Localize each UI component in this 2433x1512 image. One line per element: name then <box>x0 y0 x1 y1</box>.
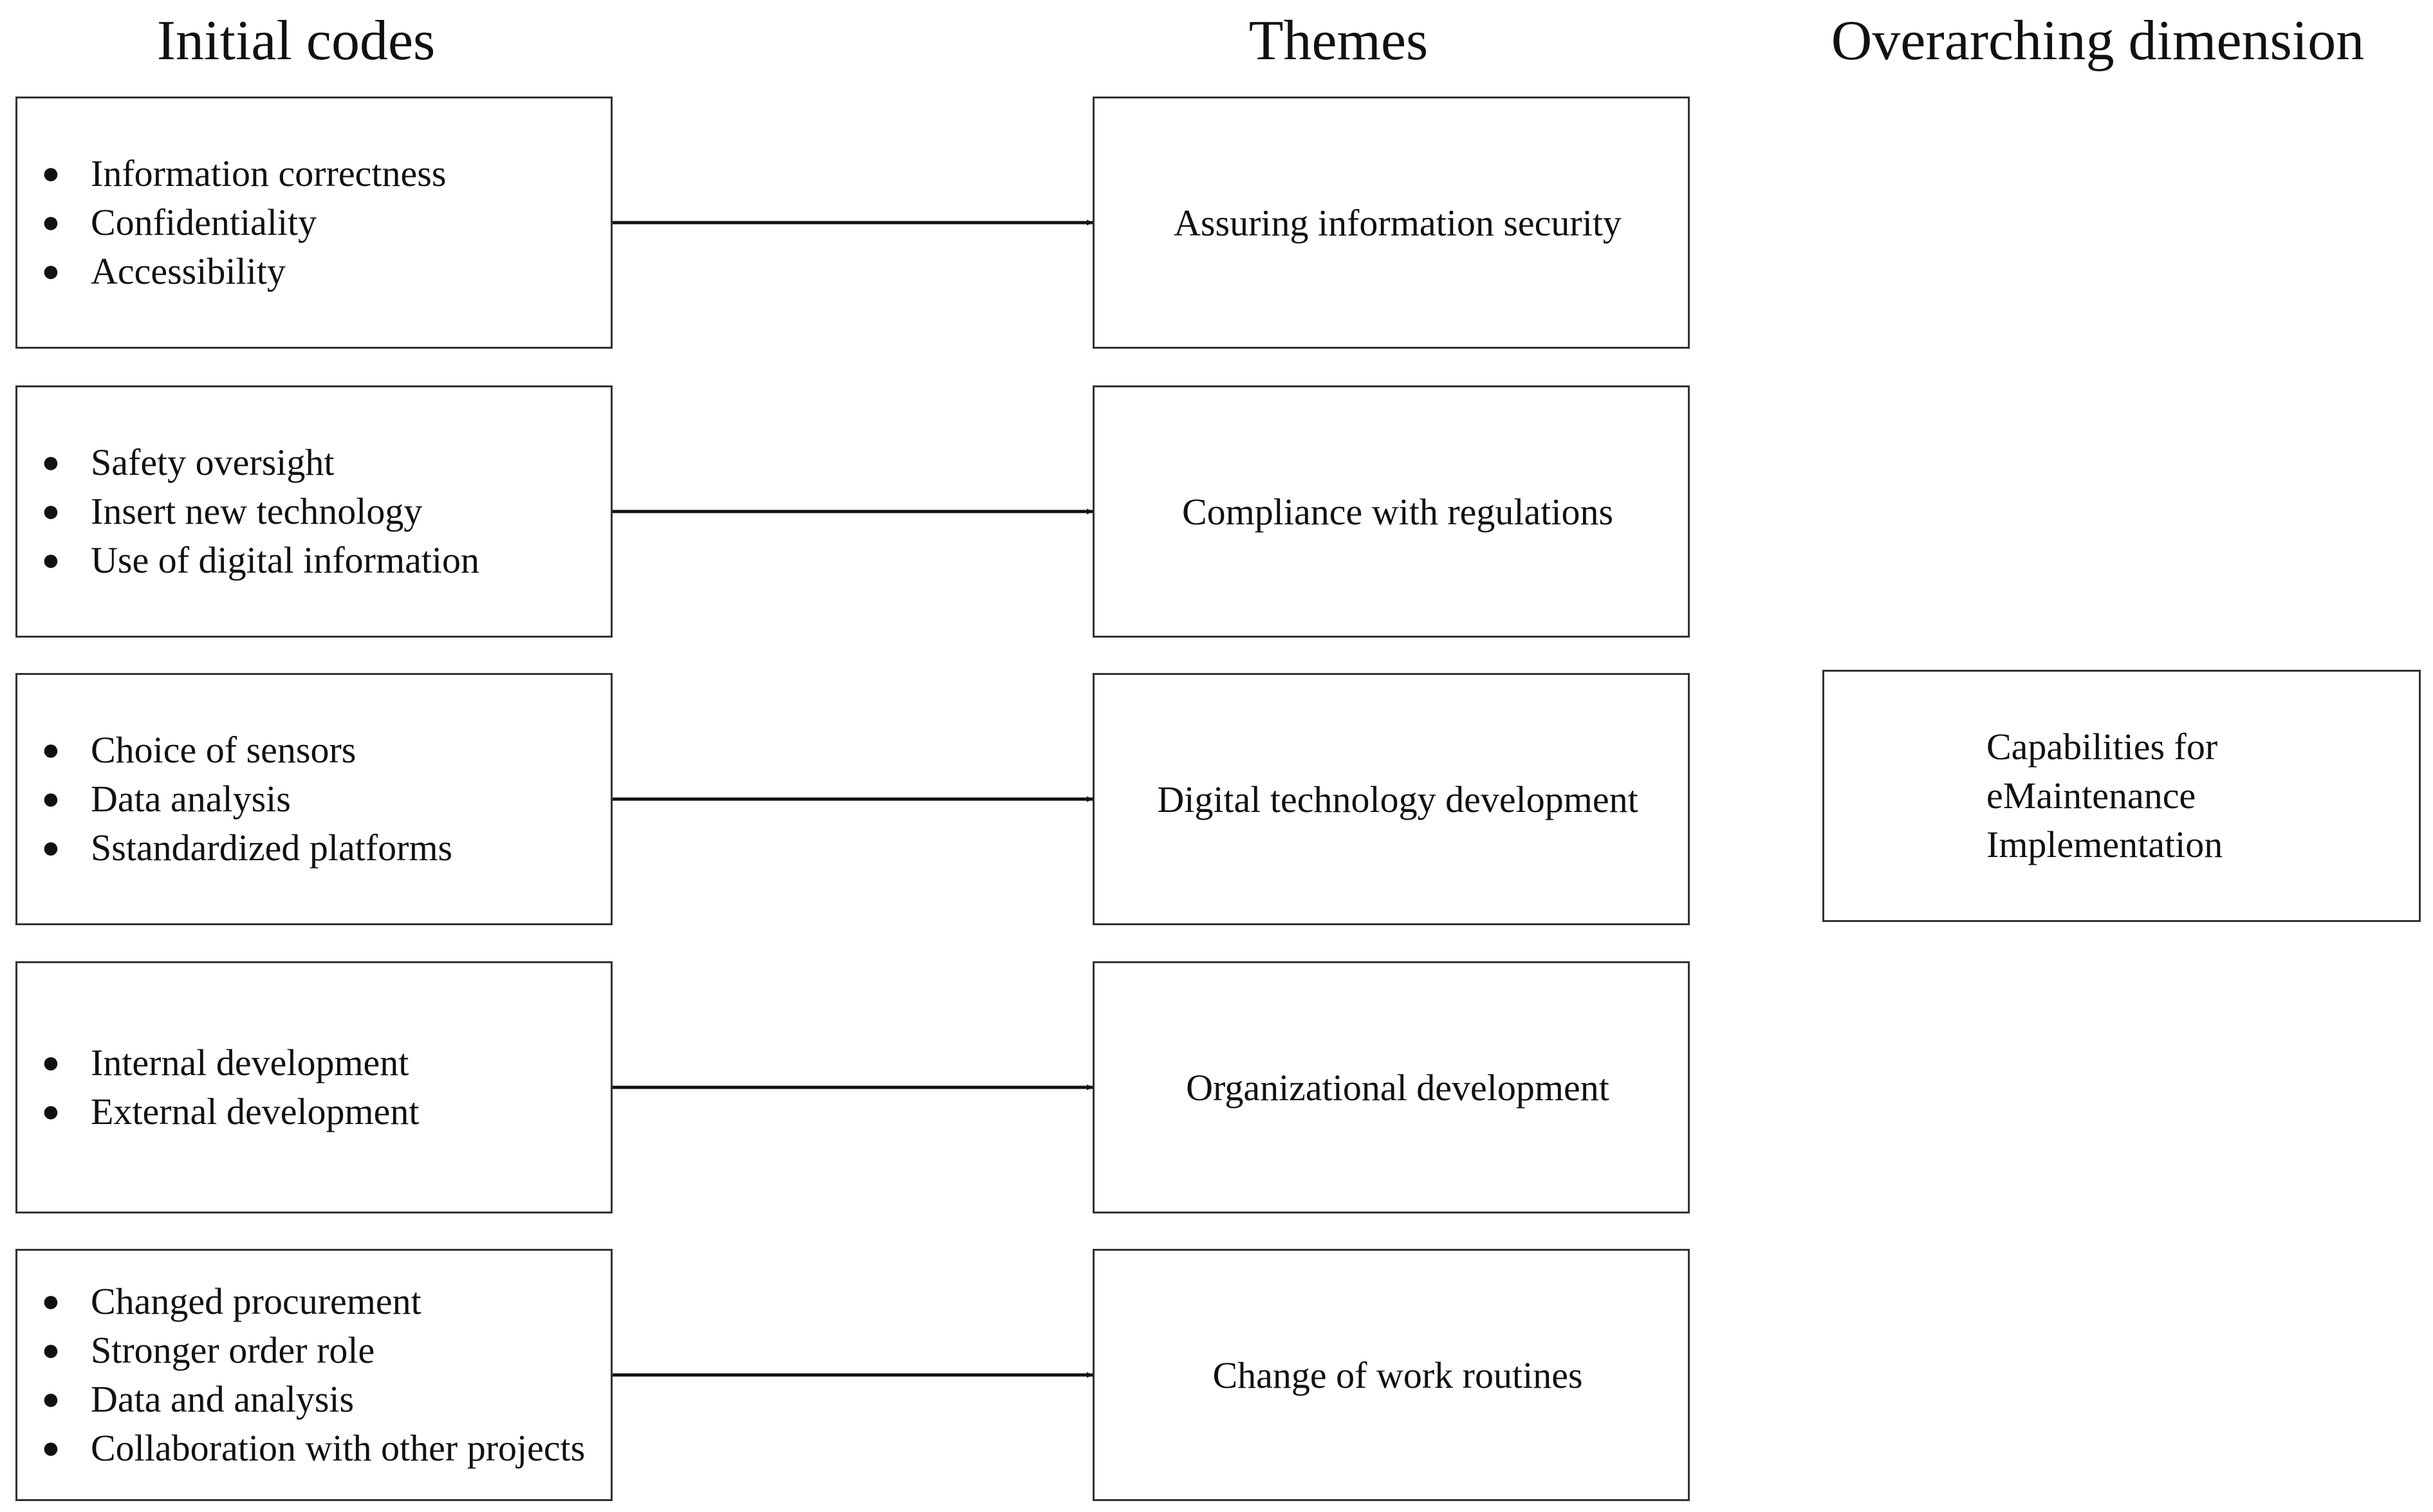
code-item: ● External development <box>17 1087 611 1136</box>
initial-codes-list: ● Changed procurement ● Stronger order role… <box>17 1277 611 1473</box>
bullet-icon: ● <box>41 254 60 288</box>
bullet-icon: ● <box>41 1431 60 1465</box>
code-item: ● Accessibility <box>17 247 611 296</box>
initial-codes-box: ● Changed procurement ● Stronger order role… <box>15 1249 613 1501</box>
code-text: Data and analysis <box>91 1378 355 1420</box>
header-overarching-dimension: Overarching dimension <box>1831 10 2365 72</box>
code-item: ● Internal development <box>17 1038 611 1087</box>
initial-codes-box: ●Safety oversight●Insert new technology●… <box>15 385 613 638</box>
code-text: Use of digital information <box>91 539 480 581</box>
theme-label: Organizational development <box>1186 1066 1609 1109</box>
bullet-icon: ● <box>41 156 60 190</box>
overarching-line: Capabilities for <box>1986 726 2218 768</box>
code-text: Information correctness <box>91 152 447 194</box>
code-text: Safety oversight <box>91 441 335 483</box>
bullet-icon: ● <box>41 1094 60 1129</box>
overarching-dimension-label: Capabilities for eMaintenance Implementa… <box>1986 723 2257 869</box>
code-item: ● Data analysis <box>17 775 611 824</box>
code-text: Choice of sensors <box>91 729 356 771</box>
code-item: ● Stronger order role <box>17 1326 611 1375</box>
code-text: Sstandardized platforms <box>91 827 453 869</box>
code-text: Internal development <box>91 1042 409 1083</box>
initial-codes-list: ● Internal development ● External developme… <box>17 1038 611 1136</box>
code-item: ● Changed procurement <box>17 1277 611 1326</box>
code-text: Accessibility <box>91 250 286 292</box>
code-item: ● Sstandardized platforms <box>17 824 611 872</box>
bullet-icon: ● <box>41 205 60 239</box>
initial-codes-box: ● Choice of sensors ● Data analysis ● Sstanda… <box>15 673 613 925</box>
code-text: Changed procurement <box>91 1280 421 1322</box>
initial-codes-list: ●Safety oversight●Insert new technology●… <box>17 438 611 585</box>
bullet-icon: ● <box>41 1046 60 1080</box>
code-text: Collaboration with other projects <box>91 1427 586 1469</box>
initial-codes-box: ● Internal development ● External developme… <box>15 961 613 1213</box>
bullet-icon: ● <box>41 1333 60 1367</box>
theme-label: Assuring information security <box>1174 201 1622 244</box>
code-text: Confidentiality <box>91 201 317 243</box>
code-text: Insert new technology <box>91 490 423 532</box>
overarching-line: eMaintenance <box>1986 775 2196 816</box>
initial-codes-box: ● Information correctness ● Confidentiality… <box>15 97 613 349</box>
code-item: ● Data and analysis <box>17 1375 611 1424</box>
theme-box: Digital technology development <box>1093 673 1690 925</box>
bullet-icon: ● <box>41 782 60 816</box>
code-item: ● Collaboration with other projects <box>17 1424 611 1473</box>
theme-label: Change of work routines <box>1212 1354 1583 1396</box>
theme-label: Compliance with regulations <box>1181 490 1614 533</box>
code-text: Data analysis <box>91 778 291 820</box>
initial-codes-list: ● Information correctness ● Confidentiality… <box>17 149 611 296</box>
initial-codes-list: ● Choice of sensors ● Data analysis ● Sstanda… <box>17 726 611 872</box>
code-item: ● Information correctness <box>17 149 611 198</box>
bullet-icon: ● <box>41 494 60 528</box>
code-item: ● Safety oversight <box>17 438 611 487</box>
bullet-icon: ● <box>41 543 60 577</box>
header-themes: Themes <box>1248 10 1429 72</box>
bullet-icon: ● <box>41 831 60 865</box>
code-item: ● Insert new technology <box>17 487 611 536</box>
code-item: ● Use of digital information <box>17 536 611 585</box>
code-text: Stronger order role <box>91 1329 375 1371</box>
theme-box: Organizational development <box>1093 961 1690 1213</box>
bullet-icon: ● <box>41 733 60 767</box>
bullet-icon: ● <box>41 1284 60 1318</box>
header-initial-codes: Initial codes <box>156 10 436 72</box>
code-text: External development <box>91 1091 420 1132</box>
bullet-icon: ● <box>41 445 60 479</box>
code-item: ● Choice of sensors <box>17 726 611 775</box>
overarching-dimension-box: Capabilities for eMaintenance Implementa… <box>1822 670 2421 922</box>
bullet-icon: ● <box>41 1382 60 1416</box>
theme-box: Change of work routines <box>1093 1249 1690 1501</box>
theme-label: Digital technology development <box>1157 778 1638 820</box>
overarching-line: Implementation <box>1986 824 2223 865</box>
code-item: ● Confidentiality <box>17 198 611 247</box>
theme-box: Assuring information security <box>1093 97 1690 349</box>
theme-box: Compliance with regulations <box>1093 385 1690 638</box>
